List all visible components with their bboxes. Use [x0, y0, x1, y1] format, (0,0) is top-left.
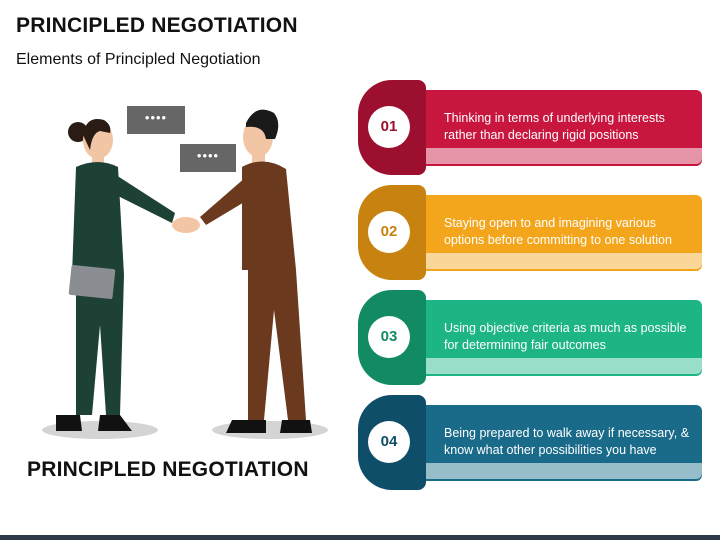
bottom-label: PRINCIPLED NEGOTIATION — [27, 458, 309, 481]
step-text: Using objective criteria as much as poss… — [444, 321, 687, 352]
page-subtitle: Elements of Principled Negotiation — [16, 51, 261, 68]
step-bar-highlight — [418, 358, 702, 374]
handshake-illustration — [42, 109, 328, 439]
page-title: PRINCIPLED NEGOTIATION — [16, 14, 298, 37]
step-item-04: 04 Being prepared to walk away if necessa… — [358, 395, 703, 490]
speech-bubble-right: •••• — [180, 144, 236, 172]
step-number: 01 — [368, 106, 410, 148]
step-item-02: 02 Staying open to and imagining various … — [358, 185, 703, 280]
step-item-01: 01 Thinking in terms of underlying intere… — [358, 80, 703, 175]
step-text: Thinking in terms of underlying interest… — [444, 111, 665, 142]
step-number: 03 — [368, 316, 410, 358]
step-text: Being prepared to walk away if necessary… — [444, 426, 690, 457]
step-bar-highlight — [418, 148, 702, 164]
step-number: 04 — [368, 421, 410, 463]
speech-bubble-left: •••• — [127, 106, 185, 134]
step-number: 02 — [368, 211, 410, 253]
footer-divider — [0, 535, 720, 540]
step-text: Staying open to and imagining various op… — [444, 216, 672, 247]
step-bar-highlight — [418, 463, 702, 479]
step-bar-highlight — [418, 253, 702, 269]
step-item-03: 03 Using objective criteria as much as po… — [358, 290, 703, 385]
